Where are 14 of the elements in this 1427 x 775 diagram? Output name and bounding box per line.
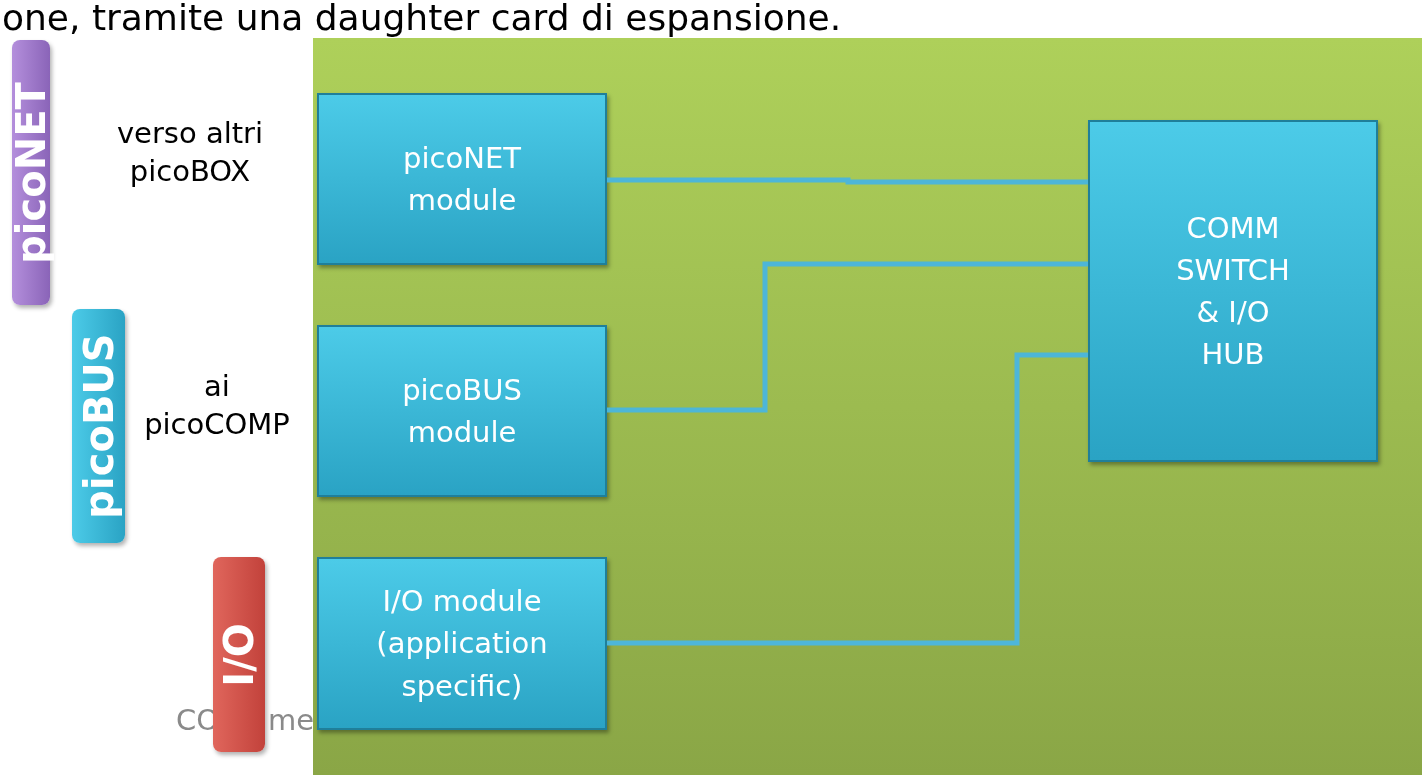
note-text: ai picoCOMP [143, 368, 291, 443]
note-text: verso altri picoBOX [115, 115, 265, 190]
connector-line [607, 261, 1088, 413]
connector-line [607, 352, 1088, 646]
module-box: picoNET module [317, 93, 607, 265]
module-box: COMM SWITCH & I/O HUB [1088, 120, 1378, 462]
circuit-board [313, 38, 1422, 775]
module-box: picoBUS module [317, 325, 607, 497]
heading-text: one, tramite una daughter card di espansione. [2, 0, 843, 37]
module-box: I/O module (application specific) [317, 557, 607, 730]
connector-line [607, 177, 1088, 185]
vertical-tab: picoBUS [72, 309, 125, 543]
vertical-tab: I/O [213, 557, 265, 752]
note-text: me [268, 702, 313, 739]
